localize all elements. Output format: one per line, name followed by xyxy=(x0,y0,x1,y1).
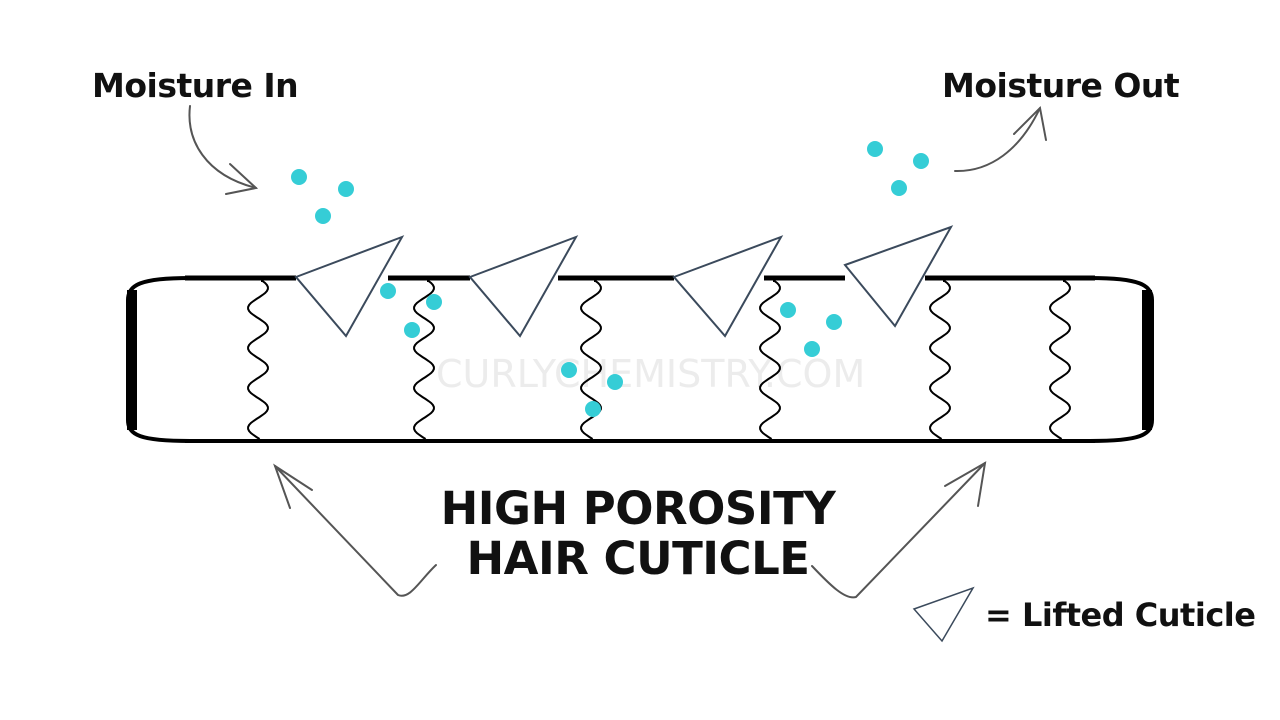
moisture-out-arrowhead xyxy=(1013,105,1047,141)
moisture-dot xyxy=(585,401,601,417)
moisture-dot xyxy=(338,181,354,197)
title-line-2: HAIR CUTICLE xyxy=(466,532,811,585)
title-right-arrow xyxy=(811,462,986,599)
cortex-wave xyxy=(1049,280,1071,440)
title-right-arrowhead xyxy=(944,461,987,507)
moisture-dot xyxy=(380,283,396,299)
watermark: CURLYCHEMISTRY.COM xyxy=(436,352,866,396)
moisture-out-label: Moisture Out xyxy=(942,66,1180,105)
cortex-wave xyxy=(759,280,781,440)
moisture-dot xyxy=(291,169,307,185)
title-left-arrow xyxy=(274,465,437,597)
hair-shaft xyxy=(126,275,1154,443)
moisture-dot xyxy=(891,180,907,196)
moisture-dot xyxy=(913,153,929,169)
moisture-dot xyxy=(315,208,331,224)
title-left-arrowhead xyxy=(273,463,313,509)
title-line-1: HIGH POROSITY xyxy=(440,482,836,535)
moisture-dot xyxy=(426,294,442,310)
moisture-dot xyxy=(561,362,577,378)
moisture-dot xyxy=(404,322,420,338)
cortex-wave xyxy=(929,280,951,440)
diagram-title: HIGH POROSITY HAIR CUTICLE xyxy=(0,484,1280,584)
cortex-wave xyxy=(247,280,269,440)
moisture-out-arrow xyxy=(954,107,1041,173)
hair-left-end xyxy=(126,276,191,443)
moisture-dot xyxy=(826,314,842,330)
legend-label: = Lifted Cuticle xyxy=(985,596,1256,634)
moisture-dot xyxy=(867,141,883,157)
cortex-wave xyxy=(413,280,435,440)
moisture-in-label: Moisture In xyxy=(92,66,299,105)
lifted-cuticle-2 xyxy=(468,235,579,338)
moisture-dot xyxy=(804,341,820,357)
lifted-cuticle-3 xyxy=(672,235,784,338)
moisture-in-arrowhead xyxy=(225,163,259,195)
moisture-in-arrow xyxy=(188,105,257,189)
legend-cuticle-icon xyxy=(912,586,975,643)
moisture-dot xyxy=(780,302,796,318)
moisture-dot xyxy=(607,374,623,390)
lifted-cuticle-4 xyxy=(843,225,954,328)
lifted-cuticle-1 xyxy=(294,235,405,338)
